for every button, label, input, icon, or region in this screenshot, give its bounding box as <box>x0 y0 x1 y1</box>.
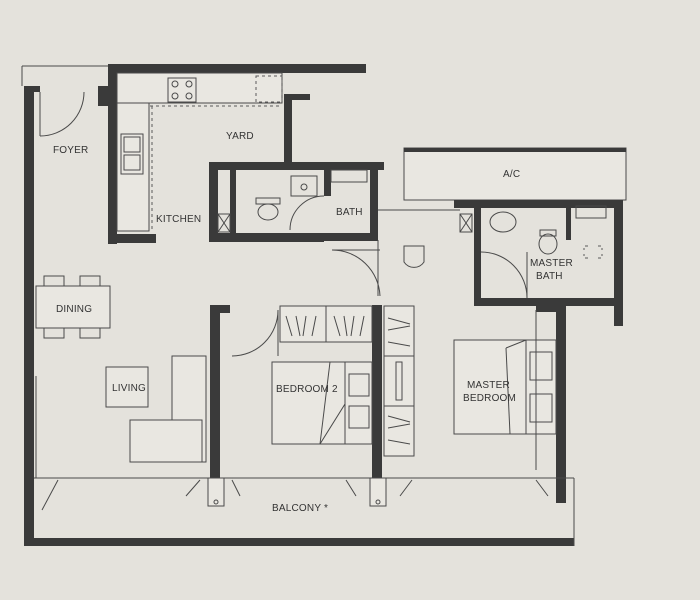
basin-icon <box>290 175 318 197</box>
master-basin-icon <box>489 211 517 233</box>
cooktop-icon <box>167 77 197 103</box>
ac-ledge: A/C <box>378 147 627 211</box>
balcony-label: BALCONY * <box>272 503 328 514</box>
bed-icon <box>271 361 373 445</box>
corridor <box>331 240 425 297</box>
kitchen-sink-icon <box>120 133 144 175</box>
bath-label: BATH <box>336 207 363 218</box>
master-bedroom-area: MASTER BEDROOM <box>453 306 557 470</box>
bedroom2-label: BEDROOM 2 <box>276 384 338 395</box>
master-bedroom-label-1: MASTER <box>467 380 510 391</box>
foyer-label: FOYER <box>53 145 88 156</box>
dining-label: DINING <box>56 304 92 315</box>
living-label: LIVING <box>112 383 146 394</box>
master-bath-label-2: BATH <box>536 271 563 282</box>
master-bath-label-1: MASTER <box>530 258 573 269</box>
yard-area: YARD <box>226 94 310 162</box>
master-bath-area: MASTER BATH <box>454 200 623 306</box>
dining-table: DINING <box>35 275 111 339</box>
toilet-icon <box>255 197 281 221</box>
master-toilet-icon <box>538 229 558 255</box>
master-wardrobe-icon <box>383 305 415 457</box>
kitchen-area: KITCHEN <box>108 64 283 244</box>
master-bed-icon <box>453 339 557 435</box>
living-area: LIVING <box>35 355 207 478</box>
ac-label: A/C <box>503 169 520 180</box>
bedroom2-area: BEDROOM 2 <box>210 305 415 505</box>
yard-label: YARD <box>226 131 254 142</box>
outer-walls <box>21 64 623 546</box>
foyer-area: FOYER <box>24 86 108 156</box>
balcony-area: BALCONY * <box>34 477 574 514</box>
master-bedroom-label-2: BEDROOM <box>463 393 516 404</box>
bath-area: BATH <box>209 162 384 242</box>
wardrobe-icon <box>279 305 373 343</box>
sofa-icon <box>129 355 207 463</box>
kitchen-label: KITCHEN <box>156 214 201 225</box>
